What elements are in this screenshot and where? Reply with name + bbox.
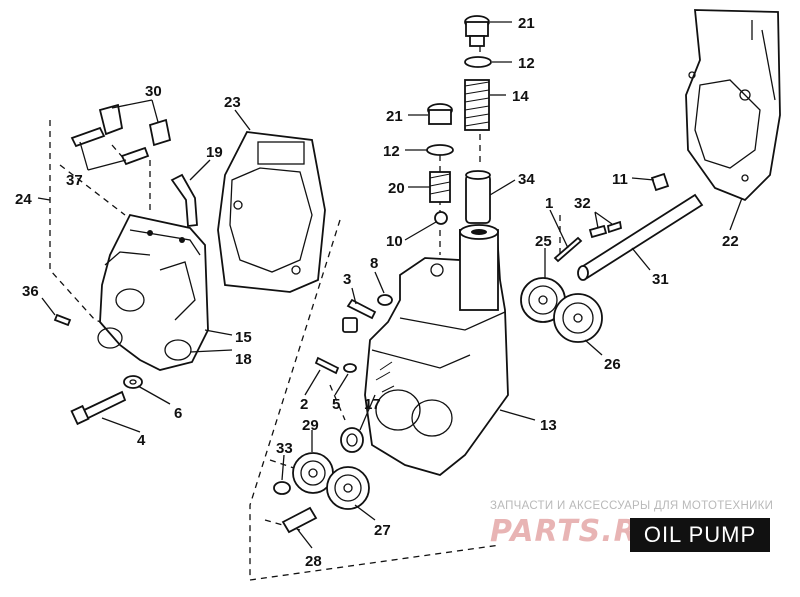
callout-11: 11	[612, 171, 628, 188]
callout-33: 33	[276, 440, 293, 457]
callout-1: 1	[545, 195, 553, 212]
callout-21-top: 21	[518, 15, 535, 32]
tube-19	[170, 173, 198, 227]
pump-body-15	[97, 213, 209, 371]
gear-27	[326, 466, 370, 510]
callout-23: 23	[224, 94, 241, 111]
callout-36: 36	[22, 283, 39, 300]
pin-1	[553, 236, 583, 263]
ball-10	[434, 211, 448, 225]
bushing-17	[340, 427, 364, 453]
callout-20: 20	[388, 180, 405, 197]
callout-34: 34	[518, 171, 535, 188]
callout-13: 13	[540, 417, 557, 434]
fitting-30	[98, 103, 172, 147]
gasket-23	[217, 131, 326, 293]
callout-18: 18	[235, 351, 252, 368]
callout-2: 2	[300, 396, 308, 413]
callout-26: 26	[604, 356, 621, 373]
spring-20	[429, 171, 451, 203]
callout-10: 10	[386, 233, 403, 250]
callout-15: 15	[235, 329, 252, 346]
plug-21-top	[464, 15, 490, 47]
callout-28: 28	[305, 553, 322, 570]
shaft-31	[577, 193, 704, 281]
watermark-caption: ЗАПЧАСТИ И АКСЕССУАРЫ ДЛЯ МОТОТЕХНИКИ	[490, 500, 774, 512]
callout-37: 37	[66, 172, 83, 189]
callout-17: 17	[364, 396, 381, 413]
callout-31: 31	[652, 271, 669, 288]
callout-12-top: 12	[518, 55, 535, 72]
valve-34	[465, 170, 491, 224]
gear-26	[553, 293, 603, 343]
callout-25: 25	[535, 233, 552, 250]
washer-8	[377, 294, 393, 306]
pin-28	[281, 506, 318, 534]
callout-22: 22	[722, 233, 739, 250]
o-ring-12-mid	[426, 144, 454, 156]
screw-2	[314, 356, 340, 375]
key-32	[588, 220, 623, 239]
callout-19: 19	[206, 144, 223, 161]
plug-21-mid	[427, 103, 453, 125]
callout-24: 24	[15, 191, 32, 208]
callout-21-mid: 21	[386, 108, 403, 125]
callout-8: 8	[370, 255, 378, 272]
ring-33	[273, 481, 291, 495]
bolt-3	[342, 298, 377, 333]
diagram-title: OIL PUMP	[630, 518, 770, 552]
callout-14: 14	[512, 88, 529, 105]
screw-36	[53, 313, 72, 327]
callouts: 21 12 14 21 12 20 34 10 30 37 19 23 24 3…	[15, 15, 739, 570]
cover-plate-22	[685, 9, 781, 202]
leader-lines	[37, 21, 743, 549]
callout-27: 27	[374, 522, 391, 539]
callout-30: 30	[145, 83, 162, 100]
bolt-4	[70, 390, 127, 426]
washer-5	[343, 363, 357, 373]
washer-6	[123, 375, 143, 389]
callout-5: 5	[332, 396, 340, 413]
callout-3: 3	[343, 271, 351, 288]
callout-29: 29	[302, 417, 319, 434]
fitting-37	[70, 126, 150, 166]
spring-14	[464, 79, 490, 131]
ring-11	[650, 172, 670, 192]
callout-32: 32	[574, 195, 591, 212]
pump-body-13	[364, 224, 509, 476]
callout-4: 4	[137, 432, 146, 449]
o-ring-12-top	[464, 56, 492, 68]
callout-6: 6	[174, 405, 182, 422]
callout-12-mid: 12	[383, 143, 400, 160]
